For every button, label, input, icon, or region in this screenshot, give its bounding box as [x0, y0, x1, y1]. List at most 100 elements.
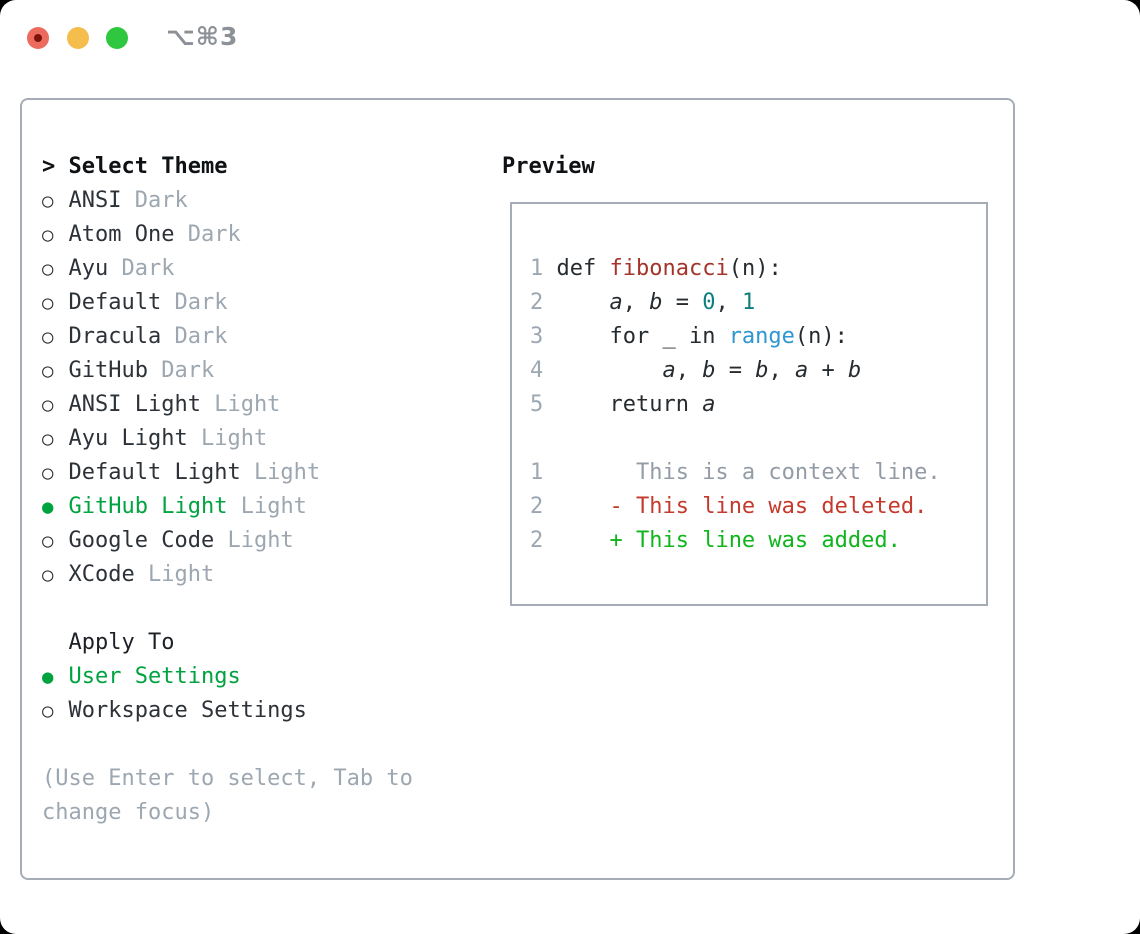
radio-selected-icon: ●: [42, 666, 54, 688]
theme-name: Ayu: [68, 256, 109, 281]
theme-option-ayu-dark[interactable]: ○ Ayu Dark: [42, 252, 413, 286]
code-token-variable: b: [649, 290, 663, 315]
radio-unselected-icon: ○: [42, 700, 54, 722]
preview-box: 1 def fibonacci(n): 2 a, b = 0, 1 3 for …: [510, 202, 988, 606]
theme-name: Google Code: [68, 528, 215, 553]
code-token-variable: b: [702, 358, 716, 383]
close-button[interactable]: [27, 27, 49, 49]
blank-line: [42, 592, 413, 626]
close-button-dot-icon: [34, 34, 42, 42]
code-token: [543, 358, 662, 383]
diff-context-text: This is a context line.: [543, 460, 941, 485]
radio-unselected-icon: ○: [42, 428, 54, 450]
line-number: 4: [530, 358, 544, 383]
code-token-variable: a: [702, 392, 716, 417]
apply-option-workspace-settings[interactable]: ○ Workspace Settings: [42, 694, 413, 728]
theme-name: Atom One: [68, 222, 175, 247]
radio-unselected-icon: ○: [42, 360, 54, 382]
code-token: for _ in: [543, 324, 729, 349]
code-token-builtin: range: [728, 324, 795, 349]
radio-unselected-icon: ○: [42, 394, 54, 416]
code-token: =: [662, 290, 703, 315]
code-token-variable: b: [847, 358, 862, 383]
radio-unselected-icon: ○: [42, 326, 54, 348]
theme-name: Dracula: [68, 324, 162, 349]
theme-option-ayu-light[interactable]: ○ Ayu Light Light: [42, 422, 413, 456]
code-line: 2 a, b = 0, 1: [530, 286, 941, 320]
zoom-button[interactable]: [106, 27, 128, 49]
line-number: 2: [530, 528, 544, 553]
code-token: [543, 494, 609, 519]
theme-variant: Light: [227, 528, 294, 553]
theme-name: XCode: [68, 562, 135, 587]
apply-to-header: Apply To: [68, 630, 175, 655]
theme-variant: Light: [200, 426, 268, 451]
radio-unselected-icon: ○: [42, 462, 54, 484]
code-token: ,: [675, 358, 703, 383]
diff-deleted-text: - This line was deleted.: [609, 494, 928, 519]
theme-name: ANSI Light: [68, 392, 201, 417]
titlebar: ⌥⌘3: [0, 0, 1140, 76]
theme-option-google-code-light[interactable]: ○ Google Code Light: [42, 524, 413, 558]
radio-unselected-icon: ○: [42, 258, 54, 280]
window-shortcut-label: ⌥⌘3: [166, 22, 239, 51]
minimize-button[interactable]: [67, 27, 89, 49]
code-token: +: [808, 358, 848, 383]
radio-unselected-icon: ○: [42, 530, 54, 552]
diff-deleted-line: 2 - This line was deleted.: [530, 490, 941, 524]
apply-option-user-settings[interactable]: ● User Settings: [42, 660, 413, 694]
code-token-variable: a: [609, 290, 623, 315]
blank-line: [530, 422, 941, 456]
radio-selected-icon: ●: [42, 496, 54, 518]
radio-unselected-icon: ○: [42, 564, 54, 586]
code-token: =: [715, 358, 756, 383]
radio-unselected-icon: ○: [42, 292, 54, 314]
code-line: 4 a, b = b, a + b: [530, 354, 941, 388]
theme-option-dracula-dark[interactable]: ○ Dracula Dark: [42, 320, 413, 354]
theme-variant: Dark: [187, 222, 241, 247]
theme-variant: Dark: [174, 324, 228, 349]
caret-icon: >: [42, 154, 56, 179]
diff-context-line: 1 This is a context line.: [530, 456, 941, 490]
code-token: [543, 528, 609, 553]
code-token: return: [543, 392, 703, 417]
line-number: 2: [530, 290, 544, 315]
theme-name: GitHub: [68, 358, 148, 383]
theme-variant: Dark: [174, 290, 228, 315]
theme-variant: Light: [240, 494, 307, 519]
radio-unselected-icon: ○: [42, 224, 54, 246]
theme-name: ANSI: [68, 188, 122, 213]
theme-variant: Dark: [121, 256, 175, 281]
line-number: 3: [530, 324, 544, 349]
code-token: ,: [622, 290, 650, 315]
line-number: 1: [530, 256, 544, 281]
theme-option-github-dark[interactable]: ○ GitHub Dark: [42, 354, 413, 388]
line-number: 2: [530, 494, 544, 519]
theme-option-atom-one-dark[interactable]: ○ Atom One Dark: [42, 218, 413, 252]
line-number: 5: [530, 392, 544, 417]
code-line: 1 def fibonacci(n):: [530, 252, 941, 286]
code-token: def: [543, 256, 610, 281]
theme-variant: Dark: [161, 358, 215, 383]
code-token-variable: a: [794, 358, 809, 383]
diff-added-text: + This line was added.: [609, 528, 901, 553]
code-token-variable: a: [662, 358, 676, 383]
code-token: (n):: [728, 256, 782, 281]
preview-code: 1 def fibonacci(n): 2 a, b = 0, 1 3 for …: [530, 252, 941, 558]
theme-name: Default Light: [68, 460, 241, 485]
line-number: 1: [530, 460, 544, 485]
select-theme-header: >Select Theme: [42, 150, 413, 184]
apply-option-label: User Settings: [68, 664, 241, 689]
theme-name: Ayu Light: [68, 426, 188, 451]
code-token-number: 1: [741, 290, 756, 315]
apply-option-label: Workspace Settings: [68, 698, 307, 723]
